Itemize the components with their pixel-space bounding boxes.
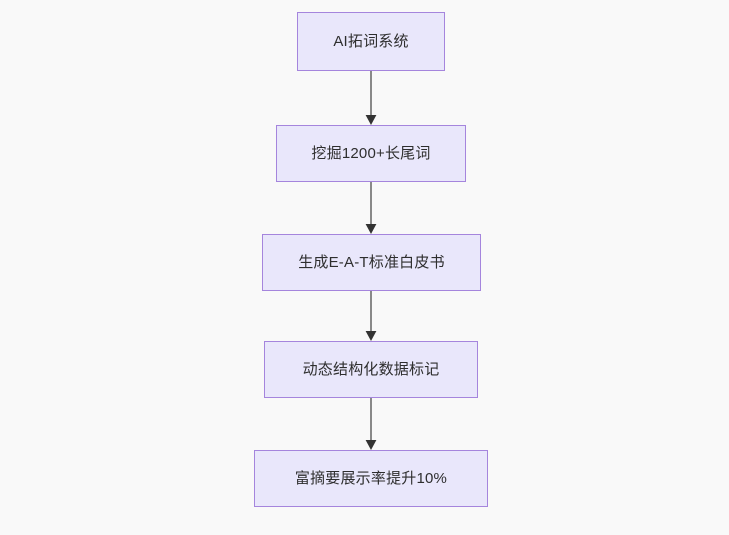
node-label: AI拓词系统 xyxy=(333,33,409,50)
flowchart-node-dynamic-structured-data-markup[interactable]: 动态结构化数据标记 xyxy=(264,341,478,398)
edge-node4-to-node5 xyxy=(365,398,377,450)
edge-node3-to-node4 xyxy=(365,291,377,341)
node-label: 动态结构化数据标记 xyxy=(302,361,440,378)
arrowhead-icon xyxy=(365,440,377,450)
arrowhead-icon xyxy=(365,224,377,234)
arrowhead-icon xyxy=(365,115,377,125)
edge-node1-to-node2 xyxy=(365,71,377,125)
flowchart-node-mine-longtail-keywords[interactable]: 挖掘1200+长尾词 xyxy=(276,125,466,182)
flowchart-node-generate-eat-whitepaper[interactable]: 生成E-A-T标准白皮书 xyxy=(262,234,481,291)
node-label: 富摘要展示率提升10% xyxy=(294,470,448,487)
flowchart-node-rich-snippet-rate-increase[interactable]: 富摘要展示率提升10% xyxy=(254,450,488,507)
flowchart-node-ai-keyword-system[interactable]: AI拓词系统 xyxy=(297,12,445,71)
arrowhead-icon xyxy=(365,331,377,341)
node-label: 生成E-A-T标准白皮书 xyxy=(298,254,445,271)
node-label: 挖掘1200+长尾词 xyxy=(311,145,431,162)
edge-node2-to-node3 xyxy=(365,182,377,234)
